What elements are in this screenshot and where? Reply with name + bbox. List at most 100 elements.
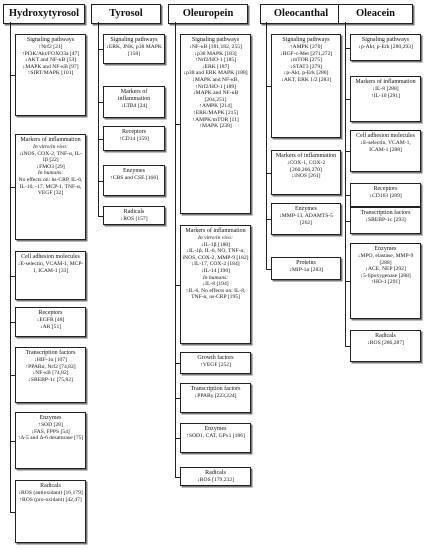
connector-branch — [345, 99, 350, 100]
connector-branch — [175, 284, 180, 286]
connector-line — [98, 22, 99, 216]
effect-item: ↓MMP-13, ADAMTS-5 [262] — [278, 213, 334, 226]
category-title: Enzymes — [295, 206, 317, 212]
effect-item: ↓AKT and NF-κB [53] — [24, 57, 77, 64]
effect-category-box: Enzymes↓MMP-13, ADAMTS-5 [262] — [271, 203, 341, 235]
connector-branch — [175, 363, 180, 364]
study-type-label: In humans: — [202, 274, 229, 281]
effect-item: ↓IL-17, COX-2 [184] — [191, 261, 240, 268]
effect-category-box: Receptors↓EGFR [48]↓AR [51] — [15, 307, 86, 337]
effect-item: ↓iNOS, COX-2, TNF-α, IL-1β [22] — [19, 150, 82, 164]
category-title: Enzymes — [204, 426, 227, 432]
connector-line — [175, 22, 176, 477]
effect-category-box: Signaling pathways↓p-Akt, p-Erk [280,293… — [350, 34, 421, 61]
effect-category-box: Markers of inflammation↓LTB4 [24] — [103, 86, 165, 118]
effect-item: ↓p38 MAPK [183] — [194, 50, 237, 57]
connector-branch — [10, 275, 15, 277]
connector-branch — [345, 346, 350, 347]
connector-branch — [98, 49, 103, 50]
effect-item: ↓IL-14 [190] — [200, 267, 231, 274]
connector-branch — [345, 195, 350, 196]
connector-line — [266, 22, 267, 269]
effect-category-box: Proteins↓MIP-1α [283] — [271, 257, 341, 280]
effect-item: ↓COX-1, COX-2 [260,266,270] — [286, 160, 326, 173]
connector-branch — [175, 476, 180, 478]
connector-branch — [345, 281, 350, 282]
connector-branch — [98, 180, 103, 182]
effect-item: ↓AKT, ERK 1/2 [283] — [281, 76, 331, 83]
effect-item: ↑ERK/MAPK [215] — [192, 109, 239, 116]
category-title: Receptors — [373, 186, 398, 192]
category-title: Markers of inflammation — [355, 79, 416, 85]
compound-header: Oleacein — [338, 4, 413, 24]
compound-header: Hydroxytyrosol — [3, 4, 85, 24]
effect-item: ↓p-Akt, p-Erk [280] — [283, 70, 329, 77]
category-title: Radicals — [375, 333, 396, 339]
effect-item: ↓HIF-1α [107] — [34, 357, 67, 363]
connector-branch — [266, 172, 271, 174]
category-title: Signaling pathways — [26, 37, 75, 43]
effect-item: ↑HO-1 [291] — [370, 279, 401, 286]
effect-item: ↓NF-κB [74,82] — [32, 370, 69, 377]
effect-item: ↓MPO, elastase, MMP-9 [288] — [357, 253, 414, 266]
connector-branch — [175, 438, 180, 439]
effect-category-box: Transcription factors↓PPARγ [223,224] — [180, 383, 251, 413]
category-title: Transcription factors — [360, 210, 411, 216]
category-title: Radicals — [123, 209, 145, 215]
compound-header: Tyrosol — [91, 4, 161, 24]
effect-item: ↓E-selectin, VCAM-1, ICAM-1 [288] — [360, 140, 411, 153]
effect-item: ↓ROS [179,232] — [197, 477, 234, 483]
effect-item: ↑AMPK [270] — [289, 44, 323, 50]
effect-item: ↓SREBP-1c [75,82] — [28, 376, 73, 383]
effect-item: ↓mTOR [275] — [290, 57, 322, 64]
effect-category-box: Enzymes↑SOD [28]↓FAS, FPPS [54]↑Δ-5 and … — [15, 412, 86, 469]
effect-item: ↑PI3K/Akt/FOXO3a [47] — [21, 50, 80, 57]
category-title: Transcription factors — [25, 350, 76, 356]
category-title: Enzymes — [123, 168, 145, 174]
category-title: Radicals — [205, 470, 226, 476]
effect-item: ↓IL-8 [194] — [202, 281, 229, 288]
effect-category-box: Signaling pathways↑AMPK [270]↓HGF-c-Met … — [271, 34, 341, 138]
category-title: Transcription factors — [190, 386, 241, 392]
effect-item: ↓p38 and ERK MAPK [188] — [183, 70, 248, 77]
category-title: Growth factors — [197, 355, 234, 361]
effect-item: ↑Δ-5 and Δ-6 desaturase [75] — [17, 435, 84, 442]
effect-category-box: Cell adhesion molecules↓E-selectin, VCAM… — [350, 130, 421, 172]
effect-item: ↓STAT3 [279] — [289, 63, 323, 70]
effect-item: ↑VEGF [252] — [200, 362, 231, 368]
effect-item: ↑CBS and CSE [166] — [109, 175, 159, 181]
compound-header: Oleuropein — [168, 4, 248, 24]
connector-branch — [266, 219, 271, 220]
effect-item: ↑Nrf2 [21] — [38, 44, 63, 50]
category-title: Enzymes — [374, 246, 397, 252]
connector-branch — [175, 398, 180, 399]
category-title: Signaling pathways — [361, 37, 410, 43]
effect-item: ↓ROS [157] — [120, 216, 148, 222]
category-title: Markers of inflammation — [20, 137, 81, 143]
effect-item: ↓IL-8 [288] — [372, 86, 399, 92]
effect-item: ↓ERK, JNK, p38 MAPK [158] — [106, 44, 162, 57]
category-title: Markers of inflammation — [275, 153, 337, 159]
effect-item: ↓MAPK and NF-κB [97] — [22, 63, 79, 70]
effect-item: ↓AR [51] — [39, 323, 62, 330]
effect-item: ↓p-Akt, p-Erk [280,293] — [358, 44, 413, 50]
connector-branch — [10, 375, 15, 376]
effect-category-box: Receptors↓CD163 [289] — [350, 183, 421, 207]
category-title: Proteins — [296, 260, 316, 266]
category-title: Markers of inflammation — [117, 89, 151, 102]
connector-branch — [10, 187, 15, 188]
effect-item: ↓MIP-1α [283] — [289, 267, 323, 273]
category-title: Signaling pathways — [110, 37, 158, 43]
effect-item: ↑Nrf2/HO-1 [185] — [194, 57, 237, 64]
effect-category-box: Transcription factors↓HIF-1α [107]↑PPARα… — [15, 347, 86, 403]
effect-item: ↓E-selectin, VCAM-1, MCP-1, ICAM-1 [33] — [17, 261, 84, 274]
study-type-label: In vitro/in vivo: — [33, 144, 68, 150]
study-type-label: In humans: — [37, 170, 64, 177]
effect-category-box: Markers of inflammation↓COX-1, COX-2 [26… — [271, 150, 341, 195]
category-title: Radicals — [40, 483, 61, 489]
category-title: Markers of inflammation — [185, 228, 246, 234]
effect-item: ↓IL-1β [180] — [200, 241, 231, 248]
connector-branch — [10, 511, 15, 513]
connector-branch — [345, 220, 350, 222]
